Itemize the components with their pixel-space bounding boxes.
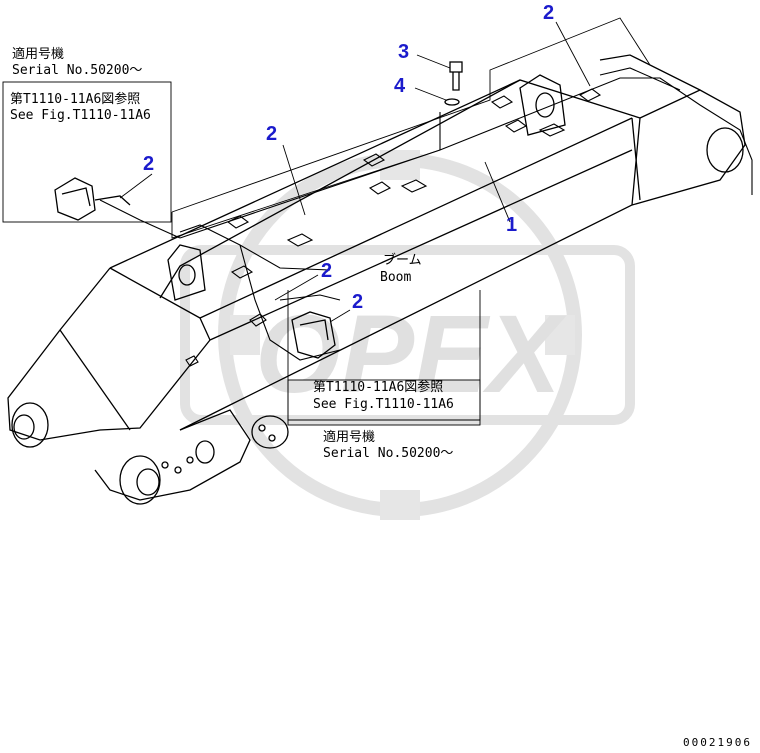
callout-2-inset: 2 xyxy=(143,153,155,175)
note-top-left-serial: Serial No.50200～ xyxy=(12,63,143,78)
cylinder-brackets xyxy=(167,74,566,301)
callout-2-lamp: 2 xyxy=(352,291,364,313)
boom-body xyxy=(7,54,746,501)
drawing-code: 00021906 xyxy=(683,736,752,749)
boom-label-jp: ブーム xyxy=(383,253,422,268)
foot-boss xyxy=(11,402,289,505)
note-top-left-applicable: 適用号機 xyxy=(12,47,65,62)
opex-watermark-teeth xyxy=(230,150,575,520)
bolt-washer xyxy=(444,61,463,106)
harness-clamps xyxy=(185,88,602,367)
boom-label-en: Boom xyxy=(380,270,412,285)
note-center-ref-jp: 第T1110-11A6図参照 xyxy=(313,380,444,395)
note-center-serial: Serial No.50200～ xyxy=(323,446,454,461)
note-center-ref-en: See Fig.T1110-11A6 xyxy=(313,397,454,412)
inset-lamp xyxy=(54,177,131,221)
callout-3-bolt: 3 xyxy=(398,41,410,63)
callout-2-upper: 2 xyxy=(266,123,278,145)
note-center-applicable: 適用号機 xyxy=(323,430,376,445)
group-frames xyxy=(2,17,651,426)
boom-lamp xyxy=(291,311,336,359)
note-top-left-ref-en: See Fig.T1110-11A6 xyxy=(10,108,151,123)
callout-2-top-right: 2 xyxy=(543,2,555,24)
leader-lines xyxy=(119,21,591,323)
callout-1-harness: 1 xyxy=(506,214,518,236)
note-top-left-ref-jp: 第T1110-11A6図参照 xyxy=(10,92,141,107)
callout-4-washer: 4 xyxy=(394,75,406,97)
callout-2-mid: 2 xyxy=(321,260,333,282)
